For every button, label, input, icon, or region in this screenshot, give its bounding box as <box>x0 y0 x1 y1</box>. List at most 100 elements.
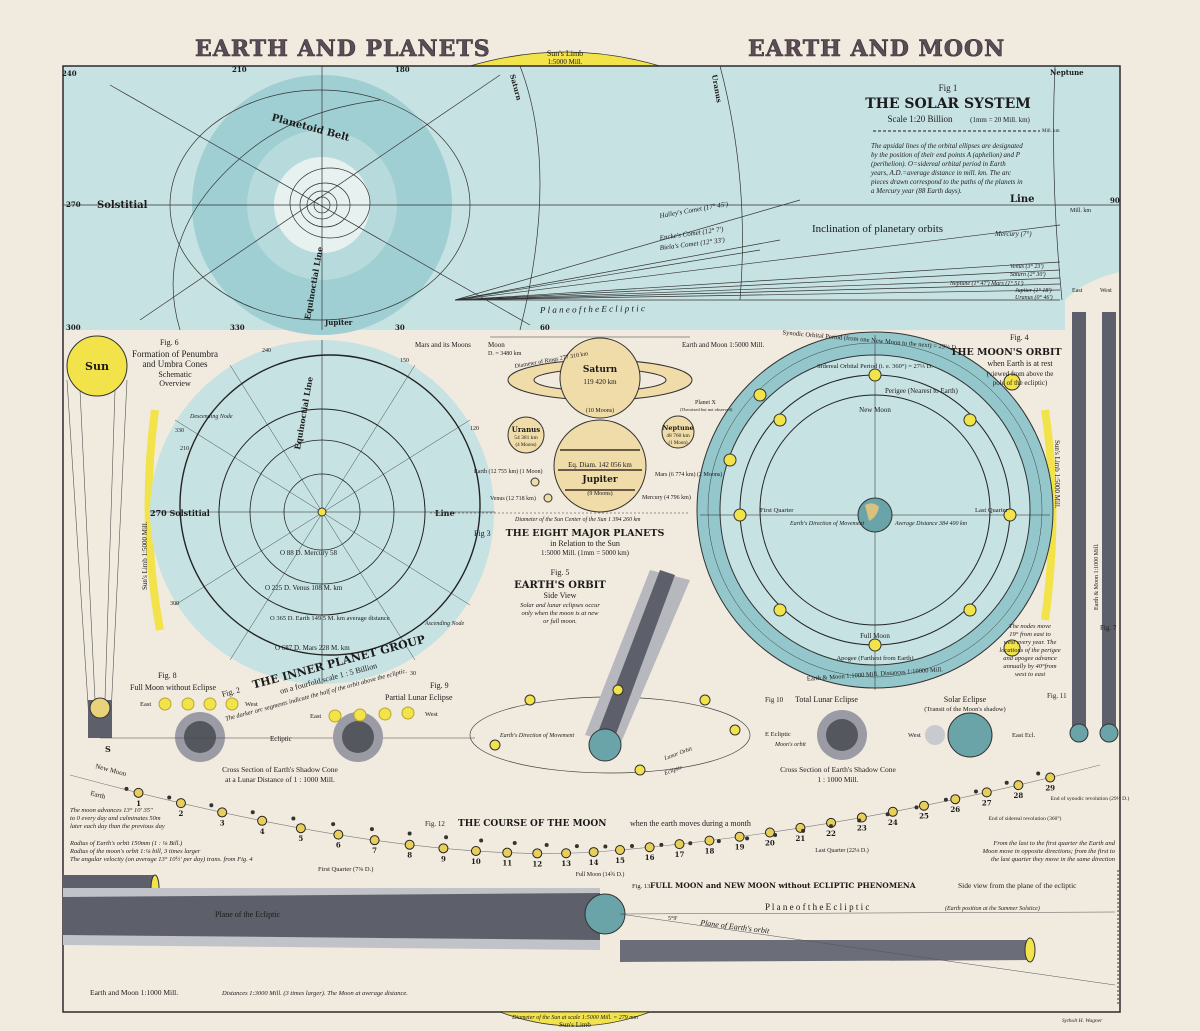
fig8-caption-1: Cross Section of Earth's Shadow Cone <box>222 765 338 774</box>
fig12-moon-position <box>1036 771 1041 776</box>
fig12-moon-position <box>369 827 374 832</box>
fig12-sun-direction: S <box>105 744 111 754</box>
fig12-earth-position <box>615 845 625 855</box>
fig4-full-moon: Full Moon <box>860 632 890 640</box>
fig2-deg: 120 <box>470 426 479 432</box>
fig8-number: Fig. 8 <box>158 671 177 680</box>
fig4-sub-1: when Earth is at rest <box>987 359 1053 368</box>
fig6-earth <box>89 697 111 719</box>
fig2-mercury: O 88 D. Mercury 58 <box>280 549 337 557</box>
note-line: later each day than the previous day <box>70 823 165 830</box>
fig12-moon-position <box>829 824 834 829</box>
fig3-venus: Venus (12 718 km) <box>490 495 536 502</box>
fig12-earth-position <box>561 848 572 859</box>
fig2-sun-limb-arc <box>144 409 164 631</box>
jupiter-incl-label: Jupiter (1° 18') <box>1015 287 1052 294</box>
cartographer-credit: Sytholt H. Wagner <box>1062 1018 1103 1024</box>
fig12-day-label: 10 <box>471 857 481 866</box>
fig1-note-line: The apsidal lines of the orbital ellipse… <box>871 142 1023 150</box>
fig8-umbra <box>184 721 216 753</box>
jupiter-moons: (9 Moons) <box>587 490 612 497</box>
fig13-plane-left: Plane of the Ecliptic <box>215 910 281 919</box>
fig8-title: Full Moon without Eclipse <box>130 683 216 692</box>
fig1-solar-system <box>63 65 1120 335</box>
fig12-moon-position <box>688 841 693 846</box>
fig4-direction: Earth's Direction of Movement <box>789 520 865 527</box>
fig9-moons <box>328 706 415 723</box>
fig12-full-moon: Full Moon (14¾ D.) <box>576 871 625 878</box>
note-line: From the last to the first quarter the E… <box>992 840 1115 847</box>
neptune-name: Neptune <box>662 424 693 432</box>
note-line: The moon advances 13° 10' 35" <box>70 807 153 814</box>
fig2-solstitial: 270 Solstitial <box>150 508 210 518</box>
fig2-sun-limb-label: Sun's Limb 1:5000 Mill. <box>141 521 149 590</box>
fig13-umbra <box>63 893 600 940</box>
fig10-caption-1: Cross Section of Earth's Shadow Cone <box>780 765 896 774</box>
fig4-title: THE MOON'S ORBIT <box>950 347 1061 358</box>
fig13-moon-shadow-right <box>620 940 1030 962</box>
nodes-line: west to east <box>1015 671 1046 678</box>
fig12-day-label: 15 <box>615 856 625 865</box>
fig12-day-label: 24 <box>888 818 898 827</box>
fig12-day-label: 8 <box>407 851 412 860</box>
fig12-earth-position <box>674 839 685 850</box>
fig2-ascending-node: Ascending Node <box>424 621 464 627</box>
deg-90: 90 <box>1110 196 1120 205</box>
fig12-synodic: End of synodic revolution (29½ D.) <box>1051 795 1130 802</box>
title-earth-and-planets: EARTH AND PLANETS <box>195 36 491 62</box>
nodes-line: annually by 40°from <box>1003 663 1057 670</box>
fig12-day-label: 20 <box>765 838 775 847</box>
fig8-caption-2: at a Lunar Distance of 1 : 1000 Mill. <box>225 775 335 784</box>
saturn <box>559 337 641 419</box>
fig7-earth-1 <box>1069 723 1089 743</box>
fig13-earth-orbit-line <box>619 913 1116 986</box>
fig12-earth-position <box>217 807 228 818</box>
neptune <box>661 415 695 449</box>
fig4-avg-dist: Average Distance 384 400 km <box>894 520 968 527</box>
fig9-east: East <box>310 713 321 720</box>
fig1-scale-unit: Mill. km <box>1042 129 1060 134</box>
fig7-east: East <box>1072 288 1083 294</box>
fig10-number: Fig 10 <box>765 696 784 704</box>
fig12-day-label: 21 <box>796 834 806 843</box>
fig12-day-label: 1 <box>136 799 141 808</box>
sun-limb-top-label: Sun's Limb <box>547 49 583 58</box>
fig8-ecliptic: Ecliptic <box>270 735 292 743</box>
deg-30: 30 <box>395 323 405 332</box>
fig12-moon-position <box>1004 780 1009 785</box>
fig13-moon-right <box>1024 937 1036 963</box>
fig12-moon-position <box>444 835 449 840</box>
fig2-deg: 240 <box>262 348 271 354</box>
fig12-earth-position <box>764 827 775 838</box>
fig13-scale-left: Earth and Moon 1:1000 Mill. <box>90 988 178 997</box>
fig11-moon-shadow <box>925 725 945 745</box>
fig12-day-label: 23 <box>857 824 867 833</box>
fig6-sub-1: Schematic <box>158 370 192 379</box>
fig4-new-moon: New Moon <box>859 406 891 414</box>
fig3-sun-axis-label: Diameter of the Sun Center of the Sun 1 … <box>514 516 641 523</box>
fig6-sub-2: Overview <box>159 379 191 388</box>
fig12-moon-position <box>209 803 214 808</box>
fig3-title: THE EIGHT MAJOR PLANETS <box>506 528 665 539</box>
fig3-earth-disc <box>530 477 540 487</box>
sun-limb-top-scale: 1:5000 Mill. <box>547 58 582 66</box>
fig12-earth-position <box>369 835 380 846</box>
note-line: Radius of the moon's orbit 1:⅛ bill, 3 t… <box>69 848 201 855</box>
fig4-first-quarter: First Quarter <box>760 507 794 514</box>
fig6-sun-label: Sun <box>85 360 109 373</box>
fig12-earth-position <box>704 835 715 846</box>
fig12-last-quarter: Last Quarter (22⅛ D.) <box>815 847 868 854</box>
nodes-line: The nodes move <box>1009 623 1051 630</box>
fig7-earth-shadow-column <box>1102 312 1116 732</box>
fig12-moon-position <box>914 805 919 810</box>
fig12-day-label: 14 <box>589 858 599 867</box>
fig2-deg: 300 <box>170 601 179 607</box>
fig5-moons <box>489 684 741 776</box>
moon-label: Moon <box>488 341 505 349</box>
fig1-note-line: a Mercury year (88 Earth days). <box>871 187 962 195</box>
fig12-moon-position <box>291 816 296 821</box>
fig1-number: Fig 1 <box>939 83 958 93</box>
fig2-deg: 210 <box>180 446 189 452</box>
